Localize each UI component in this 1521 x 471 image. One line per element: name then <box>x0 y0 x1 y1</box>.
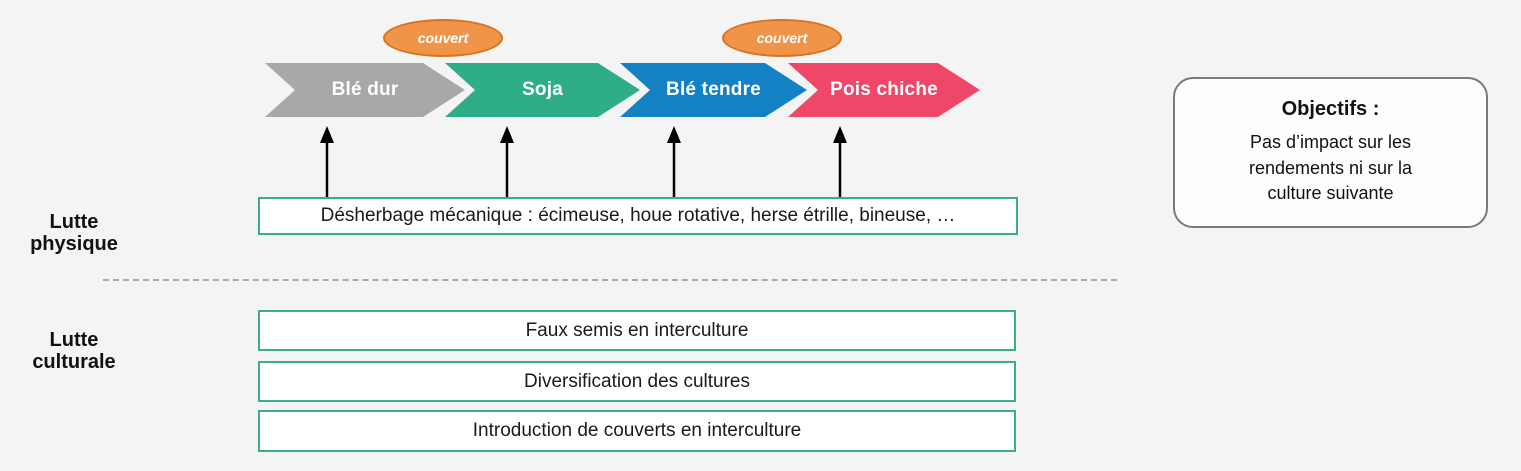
row-label-lutte-culturale: Lutte culturale <box>15 329 133 373</box>
mechanical-weeding-box: Désherbage mécanique : écimeuse, houe ro… <box>258 197 1018 235</box>
cultural-box-diversification: Diversification des cultures <box>258 361 1016 402</box>
crop-label-ble-tendre: Blé tendre <box>666 79 761 100</box>
objectives-text-line: rendements ni sur la <box>1248 157 1413 178</box>
chevron-soja-shape <box>445 63 640 117</box>
chevron-pois-chiche-shape <box>788 63 980 117</box>
cultural-box-text: Diversification des cultures <box>524 370 750 392</box>
up-arrow-icon <box>500 126 514 197</box>
crop-label-pois-chiche: Pois chiche <box>830 79 938 100</box>
up-arrows <box>320 126 847 197</box>
cultural-box-faux-semis: Faux semis en interculture <box>258 310 1016 351</box>
crop-rotation-chevrons <box>265 63 980 117</box>
row-label-lutte-physique: Lutte physique <box>15 211 133 255</box>
cover-crop-label: couvert <box>756 30 808 46</box>
up-arrow-icon <box>320 126 334 197</box>
cover-crop-label: couvert <box>417 30 469 46</box>
objectives-callout: Objectifs : Pas d’impact sur les rendeme… <box>1173 77 1488 228</box>
chevron-ble-dur-shape <box>265 63 465 117</box>
cultural-box-text: Introduction de couverts en interculture <box>472 420 802 441</box>
up-arrow-icon <box>667 126 681 197</box>
row-label-line: Lutte <box>49 329 99 351</box>
cultural-box-text: Faux semis en interculture <box>525 319 749 341</box>
up-arrow-icon <box>833 126 847 197</box>
objectives-text-line: Pas d’impact sur les <box>1249 132 1412 153</box>
cultural-box-couverts: Introduction de couverts en interculture <box>258 410 1016 452</box>
section-divider <box>103 279 1117 281</box>
objectives-text-line: culture suivante <box>1267 183 1394 204</box>
objectives-title: Objectifs : <box>1281 98 1380 121</box>
crop-label-soja: Soja <box>522 79 563 100</box>
cover-crop-badge: couvert <box>383 19 503 57</box>
cover-crop-badge: couvert <box>722 19 842 57</box>
mechanical-weeding-text: Désherbage mécanique : écimeuse, houe ro… <box>320 205 956 226</box>
row-label-line: physique <box>30 233 118 255</box>
row-label-line: culturale <box>32 351 116 373</box>
row-label-line: Lutte <box>49 211 99 233</box>
chevron-ble-tendre-shape <box>620 63 807 117</box>
crop-label-ble-dur: Blé dur <box>331 79 399 100</box>
